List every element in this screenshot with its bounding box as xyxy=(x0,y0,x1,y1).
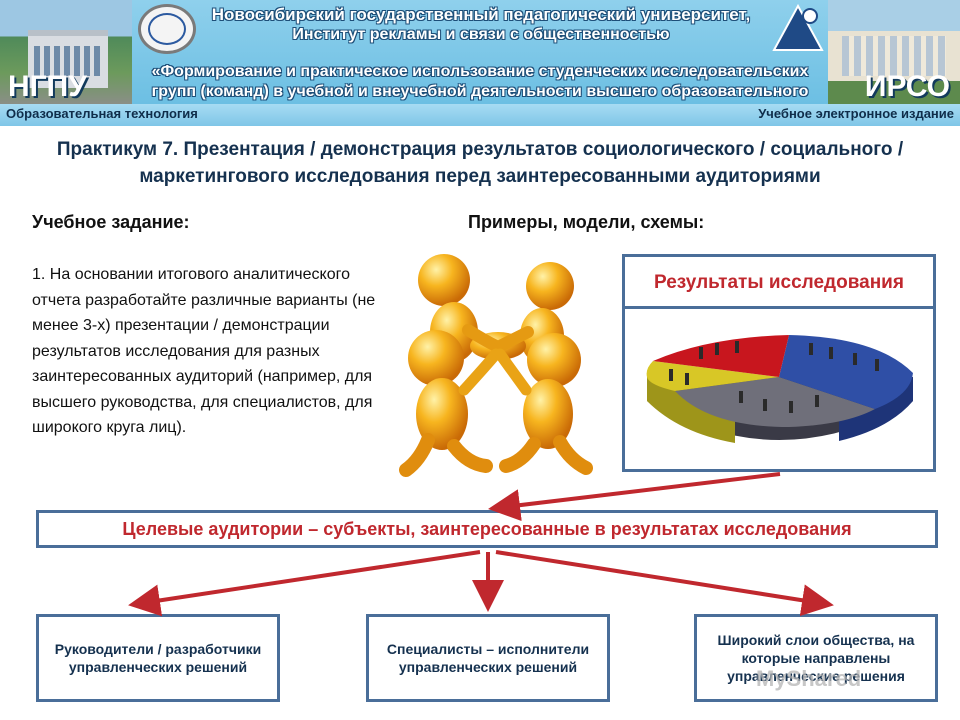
edition-caption: Учебное электронное издание xyxy=(758,106,954,121)
audience-label-managers: Руководители / разработчики управленческ… xyxy=(54,641,262,675)
team-figures-illustration xyxy=(399,254,593,477)
arrow-target-to-public xyxy=(495,550,834,617)
page-title: Практикум 7. Презентация / демонстрация … xyxy=(56,139,904,187)
examples-heading: Примеры, модели, схемы: xyxy=(468,212,705,232)
audience-box-public: Широкий слои общества, на которые направ… xyxy=(694,614,938,702)
caption-band xyxy=(0,104,960,126)
research-results-title: Результаты исследования xyxy=(625,257,933,309)
audience-box-specialists: Специалисты – исполнители управленческих… xyxy=(366,614,610,702)
university-building-photo xyxy=(0,0,132,104)
research-results-box: Результаты исследования xyxy=(622,254,936,472)
university-tag: НГПУ xyxy=(8,70,87,103)
audience-label-public: Широкий слои общества, на которые направ… xyxy=(717,632,915,684)
institute-tag: ИРСО xyxy=(864,70,950,103)
watermark: MyShared xyxy=(756,666,862,691)
institute-name: Институт рекламы и связи с общественност… xyxy=(292,26,670,43)
banner-center-panel xyxy=(132,0,828,104)
audience-box-managers: Руководители / разработчики управленческ… xyxy=(36,614,280,702)
header-banner: Новосибирский государственный педагогиче… xyxy=(0,0,960,126)
university-name: Новосибирский государственный педагогиче… xyxy=(211,5,751,24)
institute-building-photo xyxy=(828,0,960,104)
audience-label-specialists: Специалисты – исполнители управленческих… xyxy=(386,641,590,675)
task-heading: Учебное задание: xyxy=(32,212,190,232)
task-text: 1. На основании итогового аналитического… xyxy=(32,266,376,436)
arrow-results-to-target xyxy=(488,472,781,522)
population-pie-illustration xyxy=(646,335,913,443)
arrow-target-to-managers xyxy=(128,550,481,617)
technology-caption: Образовательная технология xyxy=(6,106,198,121)
target-audiences-box: Целевые аудитории – субъекты, заинтересо… xyxy=(36,510,938,548)
university-seal-icon xyxy=(138,4,196,54)
institute-logo-icon xyxy=(772,4,824,51)
